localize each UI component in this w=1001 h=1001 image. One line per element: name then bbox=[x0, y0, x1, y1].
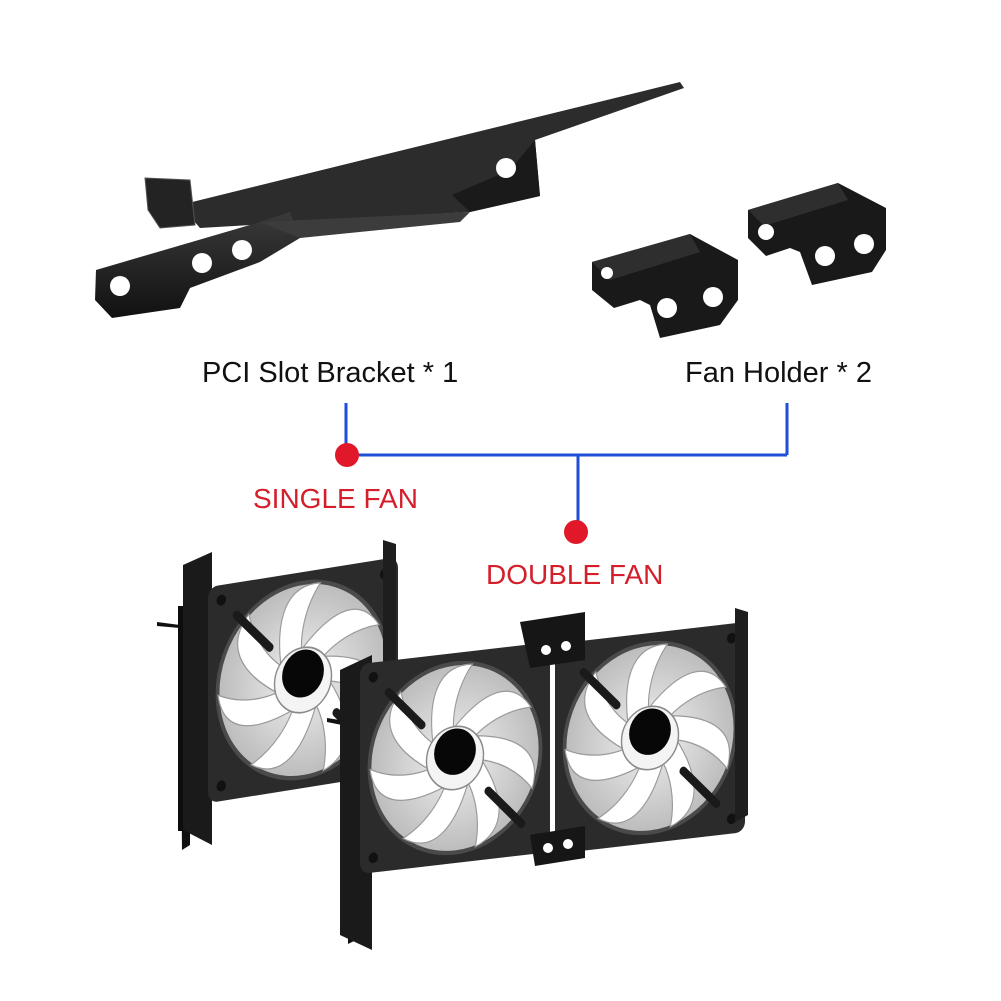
double-fan-assembly-image bbox=[327, 608, 748, 950]
pci-slot-bracket-image bbox=[95, 82, 684, 318]
pci-slot-bracket-label: PCI Slot Bracket * 1 bbox=[202, 357, 459, 389]
double-fan-label: DOUBLE FAN bbox=[486, 559, 664, 590]
single-fan-dot bbox=[335, 443, 359, 467]
double-fan-dot bbox=[564, 520, 588, 544]
fan-holder-image-1 bbox=[592, 234, 738, 338]
fan-holder-label: Fan Holder * 2 bbox=[685, 357, 872, 389]
single-fan-label: SINGLE FAN bbox=[253, 483, 418, 514]
fan-holder-image-2 bbox=[748, 183, 886, 285]
